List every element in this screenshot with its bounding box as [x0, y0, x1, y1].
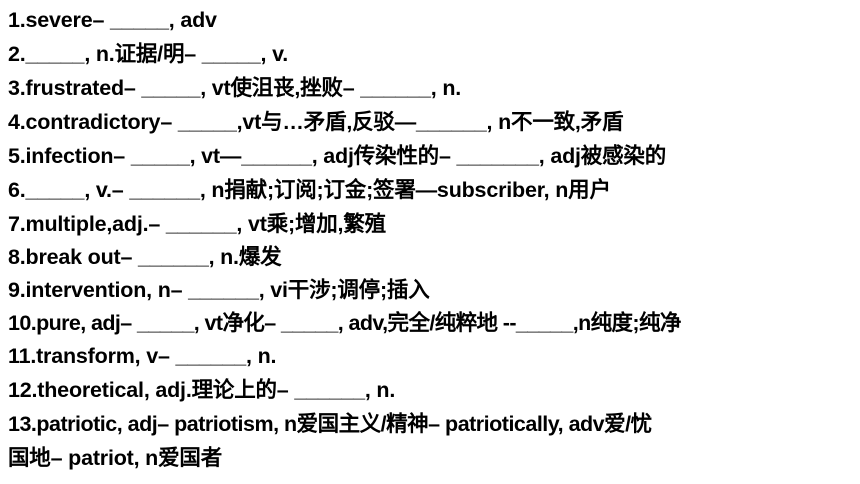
item-13-continued: 国地– patriot, n爱国者 — [8, 446, 222, 470]
item-2: 2._____, n.证据/明– _____, v. — [8, 42, 289, 66]
item-5: 5.infection– _____, vt—______, adj传染性的– … — [8, 144, 666, 168]
item-1: 1.severe– _____, adv — [8, 8, 217, 32]
item-8: 8.break out– ______, n.爆发 — [8, 245, 282, 269]
item-7: 7.multiple,adj.– ______, vt乘;增加,繁殖 — [8, 212, 386, 236]
item-12: 12.theoretical, adj.理论上的– ______, n. — [8, 378, 396, 402]
item-11: 11.transform, v– ______, n. — [8, 344, 277, 368]
item-6: 6._____, v.– ______, n捐献;订阅;订金;签署—subscr… — [8, 178, 611, 202]
item-9: 9.intervention, n– ______, vi干涉;调停;插入 — [8, 278, 430, 302]
item-10: 10.pure, adj– _____, vt净化– _____, adv,完全… — [8, 311, 681, 335]
item-3: 3.frustrated– _____, vt使沮丧,挫败– ______, n… — [8, 76, 462, 100]
item-13: 13.patriotic, adj– patriotism, n爱国主义/精神–… — [8, 412, 652, 436]
item-4: 4.contradictory– _____,vt与…矛盾,反驳—______,… — [8, 110, 624, 134]
